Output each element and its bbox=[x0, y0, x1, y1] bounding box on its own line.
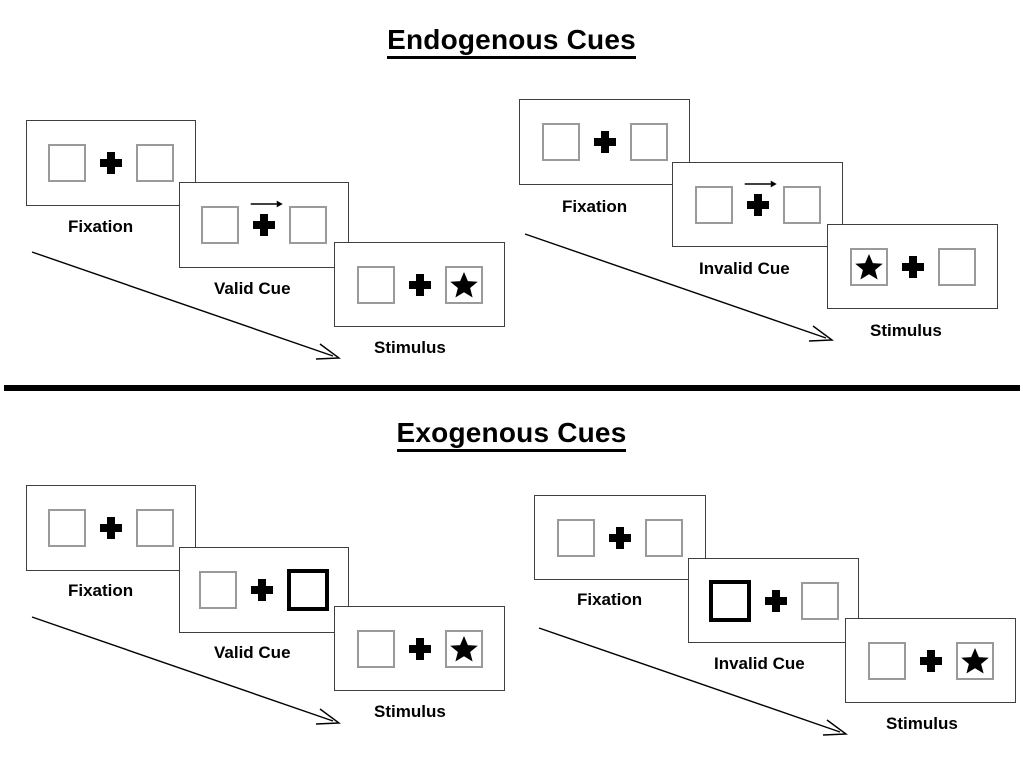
right-arrow-cue-icon bbox=[250, 200, 283, 208]
placeholder-box-left bbox=[356, 629, 395, 668]
panel-endogenous-invalid-stimulus bbox=[827, 224, 998, 309]
fixation-cross-icon bbox=[919, 649, 942, 672]
target-box-right bbox=[444, 265, 483, 304]
fixation-cross-wrap bbox=[901, 255, 924, 278]
panel-endogenous-valid-stimulus bbox=[334, 242, 505, 327]
placeholder-box-right bbox=[782, 185, 821, 224]
fixation-cross-icon bbox=[251, 579, 273, 601]
placeholder-box-left bbox=[199, 571, 237, 609]
placeholder-box-right bbox=[136, 144, 174, 182]
panel-endogenous-valid-fixation bbox=[26, 120, 196, 206]
panel-exogenous-valid-stimulus bbox=[334, 606, 505, 691]
placeholder-box-left bbox=[48, 144, 86, 182]
panel-label-endogenous-valid-stimulus: Stimulus bbox=[374, 338, 446, 357]
panel-label-endogenous-invalid-cue: Invalid Cue bbox=[699, 259, 790, 278]
panel-endogenous-valid-cue bbox=[179, 182, 349, 268]
panel-label-exogenous-invalid-cue: Invalid Cue bbox=[714, 654, 805, 673]
placeholder-box-left bbox=[541, 123, 580, 161]
section-title-exogenous-text: Exogenous Cues bbox=[396, 417, 627, 452]
placeholder-box-left bbox=[694, 185, 733, 224]
placeholder-box-left bbox=[48, 509, 86, 547]
right-arrow-cue-icon bbox=[744, 180, 777, 187]
panel-exogenous-invalid-stimulus bbox=[845, 618, 1016, 703]
fixation-cross-wrap bbox=[609, 526, 631, 549]
fixation-cross-wrap bbox=[593, 131, 616, 153]
fixation-cross-wrap bbox=[251, 579, 273, 601]
fixation-cross-wrap bbox=[408, 637, 431, 660]
placeholder-box-right bbox=[136, 509, 174, 547]
star-icon bbox=[960, 647, 989, 673]
fixation-cross-icon bbox=[764, 589, 787, 612]
target-box-left bbox=[849, 247, 888, 286]
fixation-cross-wrap bbox=[919, 649, 942, 672]
star-icon bbox=[449, 271, 478, 297]
placeholder-box-right bbox=[645, 518, 683, 557]
placeholder-box-left bbox=[557, 518, 595, 557]
panel-endogenous-invalid-cue bbox=[672, 162, 843, 247]
cued-box-left bbox=[708, 579, 751, 622]
panel-label-exogenous-valid-fixation: Fixation bbox=[68, 581, 134, 600]
placeholder-box-left bbox=[356, 265, 395, 304]
fixation-cross-wrap bbox=[744, 180, 777, 216]
placeholder-box-right bbox=[289, 206, 327, 244]
placeholder-box-right bbox=[629, 123, 668, 161]
fixation-cross-wrap bbox=[408, 273, 431, 296]
fixation-cross-icon bbox=[100, 517, 122, 539]
fixation-cross-icon bbox=[408, 637, 431, 660]
panel-label-endogenous-valid-cue: Valid Cue bbox=[214, 279, 291, 298]
panel-label-exogenous-invalid-fixation: Fixation bbox=[577, 590, 643, 609]
panel-exogenous-invalid-cue bbox=[688, 558, 859, 643]
fixation-cross-icon bbox=[609, 526, 631, 549]
placeholder-box-left bbox=[867, 641, 906, 680]
target-box-right bbox=[955, 641, 994, 680]
panel-label-exogenous-invalid-stimulus: Stimulus bbox=[886, 714, 958, 733]
panel-exogenous-invalid-fixation bbox=[534, 495, 706, 580]
fixation-cross-icon bbox=[408, 273, 431, 296]
placeholder-box-left bbox=[201, 206, 239, 244]
placeholder-box-right bbox=[800, 581, 839, 620]
fixation-cross-wrap bbox=[100, 152, 122, 174]
panel-label-exogenous-valid-stimulus: Stimulus bbox=[374, 702, 446, 721]
panel-exogenous-valid-cue bbox=[179, 547, 349, 633]
section-title-exogenous: Exogenous Cues bbox=[0, 417, 1023, 452]
panel-endogenous-invalid-fixation bbox=[519, 99, 690, 185]
panel-exogenous-valid-fixation bbox=[26, 485, 196, 571]
star-icon bbox=[854, 253, 883, 279]
fixation-cross-wrap bbox=[100, 517, 122, 539]
section-divider bbox=[4, 385, 1020, 391]
fixation-cross-wrap bbox=[764, 589, 787, 612]
section-title-endogenous: Endogenous Cues bbox=[0, 24, 1023, 59]
fixation-cross-icon bbox=[100, 152, 122, 174]
panel-label-endogenous-invalid-stimulus: Stimulus bbox=[870, 321, 942, 340]
fixation-cross-icon bbox=[901, 255, 924, 278]
panel-label-exogenous-valid-cue: Valid Cue bbox=[214, 643, 291, 662]
fixation-cross-icon bbox=[593, 131, 616, 153]
fixation-cross-icon bbox=[253, 214, 275, 236]
target-box-right bbox=[444, 629, 483, 668]
cued-box-right bbox=[287, 569, 329, 611]
placeholder-box-right bbox=[937, 247, 976, 286]
panel-label-endogenous-invalid-fixation: Fixation bbox=[562, 197, 628, 216]
section-title-endogenous-text: Endogenous Cues bbox=[387, 24, 636, 59]
fixation-cross-icon bbox=[746, 193, 769, 216]
fixation-cross-wrap bbox=[250, 200, 283, 236]
panel-label-endogenous-valid-fixation: Fixation bbox=[68, 217, 134, 236]
star-icon bbox=[449, 635, 478, 661]
